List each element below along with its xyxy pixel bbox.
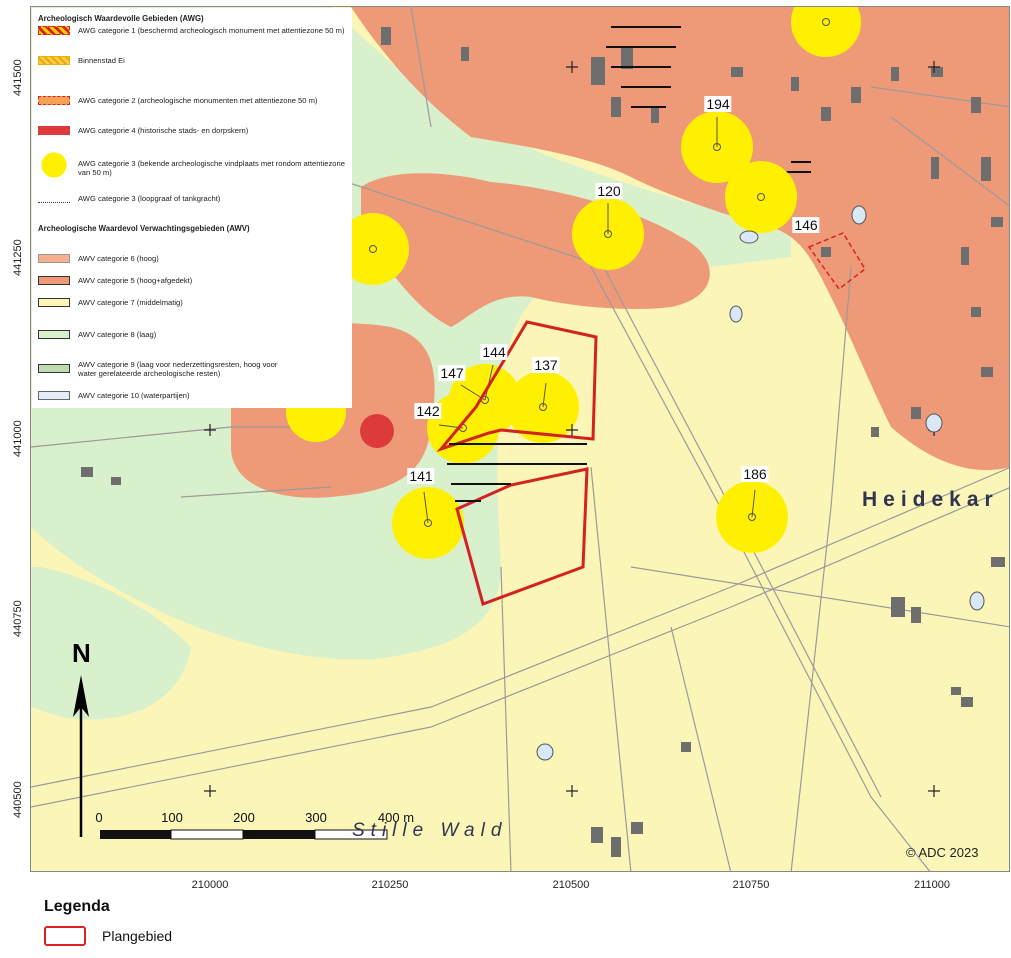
legend-row: AWV categorie 9 (laag voor nederzettings… xyxy=(38,360,278,378)
site-label-120: 120 xyxy=(595,183,623,199)
legend-row: AWG categorie 3 (loopgraaf of tankgracht… xyxy=(38,194,348,203)
legend-row: AWG categorie 3 (bekende archeologische … xyxy=(38,152,348,178)
x-tick-label: 211000 xyxy=(914,879,950,891)
legend-text: AWV categorie 7 (middelmatig) xyxy=(78,298,183,307)
water-bodies xyxy=(536,205,985,761)
north-arrow-head xyxy=(73,675,89,717)
y-tick-label: 440500 xyxy=(12,781,24,818)
site-label-144: 144 xyxy=(480,344,508,360)
road-network xyxy=(31,7,1009,871)
place-name-heidekamp: Heidekar xyxy=(862,488,999,511)
map-legend-box: Archeologisch Waardevolle Gebieden (AWG)… xyxy=(32,8,352,408)
awv-legend-heading: Archeologische Waardevol Verwachtingsgeb… xyxy=(38,224,250,233)
legend-text: AWV categorie 6 (hoog) xyxy=(78,254,159,263)
swatch-awg3-circle xyxy=(38,152,70,178)
site-label-194: 194 xyxy=(704,96,732,112)
x-tick-label: 210500 xyxy=(552,879,590,891)
legend-text: AWG categorie 4 (historische stads- en d… xyxy=(78,126,249,135)
y-tick-label: 441000 xyxy=(12,420,24,457)
plangebied-swatch xyxy=(44,926,86,946)
y-tick-label: 440750 xyxy=(12,600,24,637)
site-label-137: 137 xyxy=(532,357,560,373)
awv-low-patch xyxy=(31,567,191,720)
awv-high-area-northeast xyxy=(351,7,1009,470)
awg2-polygon xyxy=(807,232,866,291)
scale-label: 100 xyxy=(161,810,183,825)
x-tick-label: 210000 xyxy=(191,879,229,891)
awv-low-patch xyxy=(179,514,337,583)
legend-text: AWG categorie 1 (beschermd archeologisch… xyxy=(78,26,345,35)
legend-text: AWV categorie 8 (laag) xyxy=(78,330,157,339)
legend-title: Legenda xyxy=(44,898,110,915)
grid-crosses xyxy=(204,61,940,797)
site-label-142: 142 xyxy=(414,403,442,419)
legend-row: AWV categorie 8 (laag) xyxy=(38,330,348,339)
scale-label: 400 m xyxy=(377,810,415,825)
scale-bar xyxy=(100,829,388,840)
plangebied-south xyxy=(455,467,589,606)
scale-label: 200 xyxy=(233,810,255,825)
place-name-stille-wald: Stille Wald xyxy=(352,820,508,841)
plangebied-north xyxy=(436,320,598,453)
y-tick-label: 441250 xyxy=(12,239,24,276)
swatch-awg1 xyxy=(38,26,70,35)
site-label-146: 146 xyxy=(792,217,820,233)
legend-text: AWV categorie 5 (hoog+afgedekt) xyxy=(78,276,193,285)
x-tick-label: 210750 xyxy=(732,879,770,891)
copyright-text: © ADC 2023 xyxy=(906,845,979,860)
scale-label: 0 xyxy=(95,810,103,825)
legend-row: AWG categorie 4 (historische stads- en d… xyxy=(38,126,348,135)
legend-row: AWV categorie 10 (waterpartijen) xyxy=(38,391,348,400)
legend-text: AWG categorie 2 (archeologische monument… xyxy=(78,96,318,105)
scale-label: 300 xyxy=(305,810,327,825)
plangebied-label: Plangebied xyxy=(102,928,173,944)
swatch-awv7 xyxy=(38,298,70,307)
awg-legend-heading: Archeologisch Waardevolle Gebieden (AWG) xyxy=(38,14,204,23)
x-tick-label: 210250 xyxy=(371,879,409,891)
swatch-binnenstad xyxy=(38,56,70,65)
swatch-awv6 xyxy=(38,254,70,263)
legend-text: Binnenstad Ei xyxy=(78,56,125,65)
legend-row: AWV categorie 6 (hoog) xyxy=(38,254,348,263)
swatch-awv10 xyxy=(38,391,70,400)
swatch-awg4 xyxy=(38,126,70,135)
awv-hatched-area xyxy=(606,26,811,173)
legend-text: AWG categorie 3 (loopgraaf of tankgracht… xyxy=(78,194,221,203)
site-label-147: 147 xyxy=(438,365,466,381)
legend-text: AWV categorie 9 (laag voor nederzettings… xyxy=(78,360,278,378)
plangebied-hatch xyxy=(447,443,587,502)
legend-text: AWV categorie 10 (waterpartijen) xyxy=(78,391,190,400)
awg4-circle xyxy=(360,414,394,448)
map-frame[interactable] xyxy=(30,6,1010,872)
legend-row: AWV categorie 7 (middelmatig) xyxy=(38,298,348,307)
y-tick-label: 441500 xyxy=(12,59,24,96)
legend-row: AWV categorie 5 (hoog+afgedekt) xyxy=(38,276,348,285)
swatch-awv8 xyxy=(38,330,70,339)
awg3-centers xyxy=(369,18,830,527)
legend-row: AWG categorie 2 (archeologische monument… xyxy=(38,96,348,105)
swatch-awg2 xyxy=(38,96,70,105)
map-canvas[interactable] xyxy=(31,7,1010,872)
swatch-awv9 xyxy=(38,364,70,373)
swatch-awv5 xyxy=(38,276,70,285)
legend-text: AWG categorie 3 (bekende archeologische … xyxy=(78,159,345,177)
site-label-186: 186 xyxy=(741,466,769,482)
legend-row: AWG categorie 1 (beschermd archeologisch… xyxy=(38,26,348,35)
legend-row: Binnenstad Ei xyxy=(38,56,348,65)
north-label: N xyxy=(72,638,91,668)
swatch-awg3-line xyxy=(38,194,70,203)
site-label-141: 141 xyxy=(407,468,435,484)
